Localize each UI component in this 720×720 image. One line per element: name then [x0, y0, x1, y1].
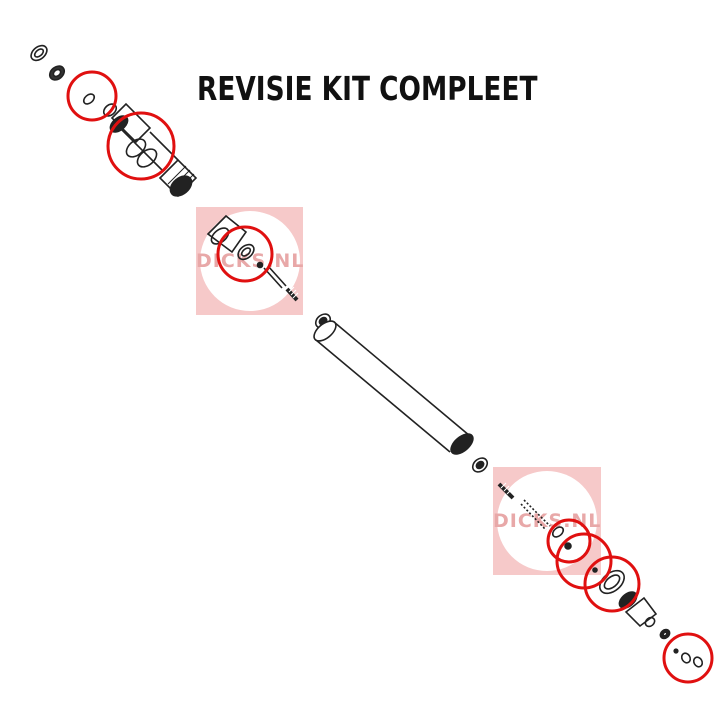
piston-housing: [206, 214, 248, 254]
lower-large-washer: [592, 567, 625, 595]
upper-valve-washers: [237, 243, 264, 269]
tube-end-cap-bottom: [471, 457, 489, 473]
top-small-o-ring: [82, 93, 96, 105]
watermark-disc: [497, 471, 597, 571]
bottom-end-o-rings: [673, 648, 704, 668]
spring-upper: [285, 286, 299, 302]
top-double-o-rings: [125, 138, 158, 168]
top-cap-washer: [48, 65, 66, 81]
highlight-circle-lower-washer-large: [583, 555, 641, 613]
bottom-end-parts: [659, 628, 671, 640]
highlight-circle-upper-valve: [216, 225, 274, 283]
spring-lower: [497, 482, 515, 500]
piston-rod-lower: [520, 499, 551, 531]
watermark-logo-lower: DICKS.NL: [493, 467, 601, 575]
highlight-circle-bottom-o-rings: [662, 632, 714, 684]
watermark-text: DICKS.NL: [196, 250, 303, 272]
watermark-text: DICKS.NL: [493, 510, 601, 532]
highlight-circle-top-o-ring: [66, 70, 118, 122]
top-cap-ring: [30, 44, 48, 62]
highlight-circle-top-double-o-rings: [106, 111, 176, 181]
damper-tube: [313, 320, 474, 455]
lower-valve-washers: [551, 526, 572, 550]
highlight-circles: [66, 70, 714, 684]
threaded-cap: [158, 158, 198, 198]
highlight-circle-lower-valve: [546, 518, 592, 564]
page-title: REVISIE KIT COMPLEET: [197, 69, 538, 108]
